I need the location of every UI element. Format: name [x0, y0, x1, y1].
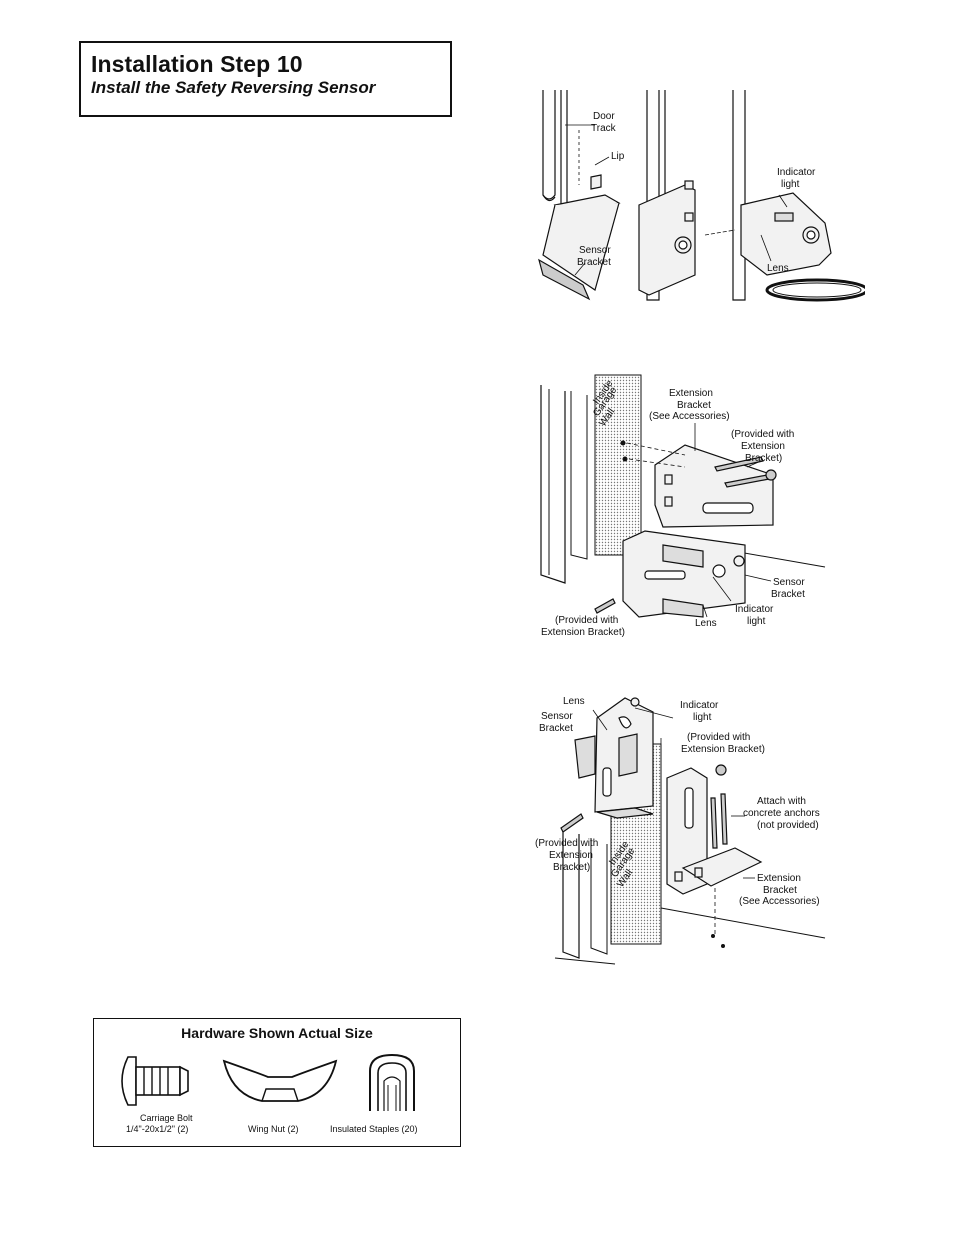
label-sensor-1: Sensor: [773, 577, 805, 588]
step-subtitle: Install the Safety Reversing Sensor: [91, 78, 376, 97]
step-title: Installation Step 10: [91, 51, 303, 77]
carriage-bolt-icon: [121, 1056, 189, 1106]
label-lip: Lip: [611, 151, 625, 162]
label-indicator-1: Indicator: [777, 167, 816, 178]
label-ext-3: (See Accessories): [649, 411, 730, 422]
screw-illustration-2: [560, 764, 728, 849]
label-door-track-1: Door: [593, 111, 615, 122]
label-lens: Lens: [767, 263, 789, 274]
hole-marker: [620, 440, 626, 446]
wing-nut-icon: [222, 1059, 338, 1102]
label-sensor-bracket-1: Sensor: [579, 245, 611, 256]
label-prov-b1: (Provided with: [555, 615, 618, 626]
label-prov-l1: (Provided with: [535, 838, 598, 849]
wing-nut-caption: Wing Nut (2): [248, 1124, 299, 1134]
sensor-bracket-illustration: [538, 174, 621, 301]
label-attach-2: concrete anchors: [743, 808, 820, 819]
label-sensor-bracket-2: Bracket: [577, 257, 611, 268]
screw-illustration: [594, 456, 777, 614]
label-sensor-1: Sensor: [541, 711, 573, 722]
staples-caption: Insulated Staples (20): [330, 1124, 418, 1134]
label-prov-2: Extension: [741, 441, 785, 452]
label-prov-b2: Extension Bracket): [541, 627, 625, 638]
label-indicator-2: light: [693, 712, 712, 723]
hole-marker: [622, 456, 628, 462]
step-title-box: Installation Step 10 Install the Safety …: [79, 41, 452, 117]
carriage-bolt-caption-1: Carriage Bolt: [140, 1113, 193, 1123]
label-indicator-1: Indicator: [735, 604, 774, 615]
label-ext-2: Bracket: [677, 400, 711, 411]
label-prov-1: (Provided with: [687, 732, 750, 743]
extension-bracket-illustration-2: [666, 767, 763, 895]
label-indicator-2: light: [781, 179, 800, 190]
label-lens: Lens: [563, 696, 585, 707]
carriage-bolt-caption-2: 1/4"-20x1/2" (2): [126, 1124, 189, 1134]
label-prov-1: (Provided with: [731, 429, 794, 440]
label-prov-l3: Bracket): [553, 862, 590, 873]
figure-extension-wall: Inside Garage Wall Extension Bracket (Se…: [535, 355, 835, 645]
wall-illustration: [540, 374, 826, 584]
label-indicator-1: Indicator: [680, 700, 719, 711]
label-prov-l2: Extension: [549, 850, 593, 861]
label-prov-2: Extension Bracket): [681, 744, 765, 755]
label-ext-1: Extension: [669, 388, 713, 399]
label-ext-1: Extension: [757, 873, 801, 884]
staple-icon: [369, 1053, 415, 1111]
figure-extension-floor: Lens Sensor Bracket Indicator light (Pro…: [535, 688, 835, 968]
label-sensor-2: Bracket: [771, 589, 805, 600]
label-ext-2: Bracket: [763, 885, 797, 896]
label-prov-3: Bracket): [745, 453, 782, 464]
hardware-title: Hardware Shown Actual Size: [181, 1025, 373, 1041]
sensor-unit-illustration: [740, 192, 865, 302]
door-track-illustration-3: [732, 90, 746, 301]
label-attach-1: Attach with: [757, 796, 806, 807]
figure-track-bracket: Door Track Lip Sensor Bracket Indicator …: [535, 85, 865, 315]
hardware-box: Hardware Shown Actual Size Carriage Bolt…: [93, 1018, 461, 1147]
label-door-track-2: Track: [591, 123, 617, 134]
label-ext-3: (See Accessories): [739, 896, 820, 907]
label-indicator-2: light: [747, 616, 766, 627]
label-lens: Lens: [695, 618, 717, 629]
label-sensor-2: Bracket: [539, 723, 573, 734]
label-attach-3: (not provided): [757, 820, 819, 831]
sensor-bracket-illustration-2: [622, 530, 746, 618]
sensor-bracket-illustration-3: [574, 697, 654, 819]
sensor-bracket-mounted: [638, 180, 696, 296]
